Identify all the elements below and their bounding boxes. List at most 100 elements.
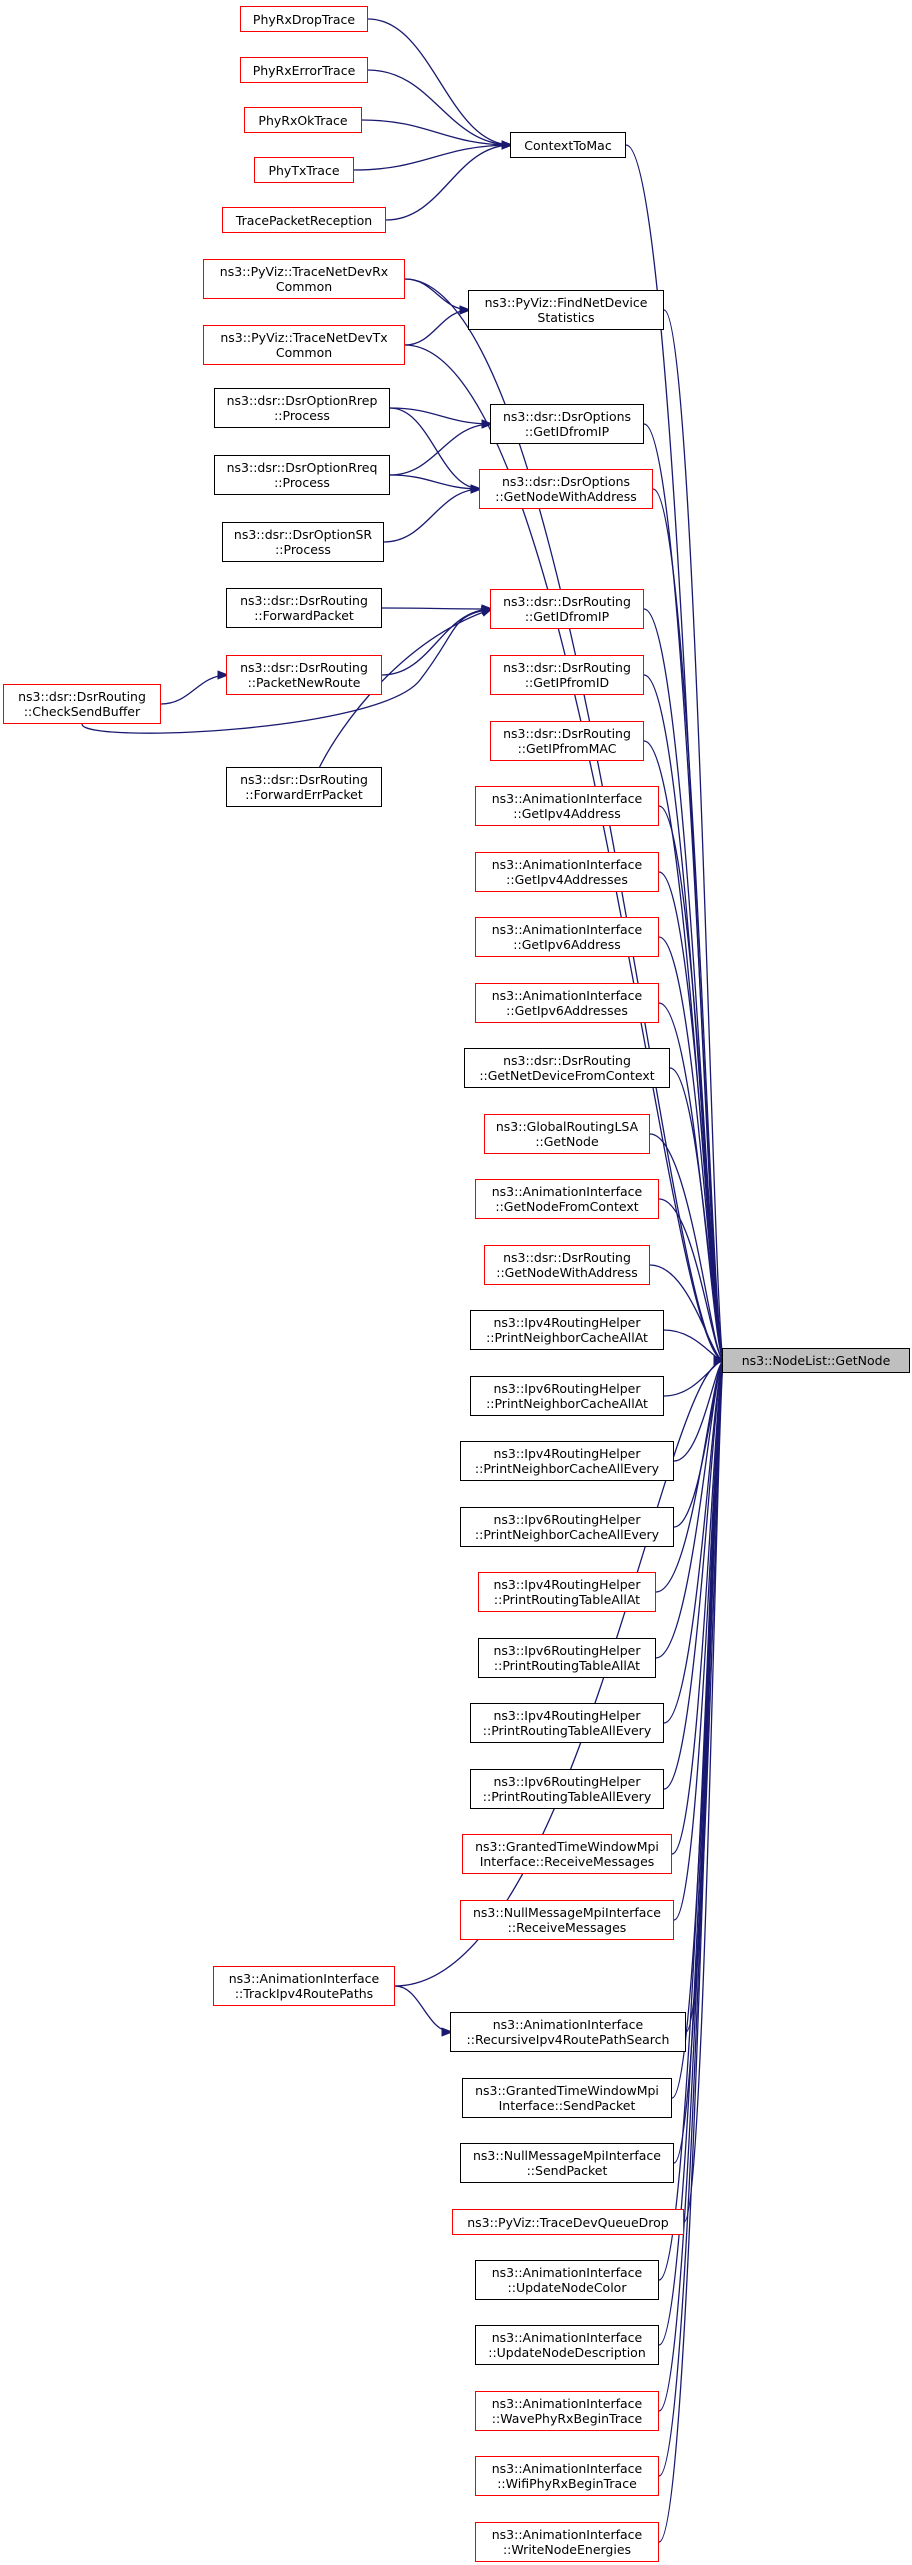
node-label: ns3::Ipv4RoutingHelper <box>493 1577 641 1592</box>
node-getnetdevctx[interactable]: ns3::dsr::DsrRouting::GetNetDeviceFromCo… <box>464 1048 670 1088</box>
node-v6ncallat[interactable]: ns3::Ipv6RoutingHelper::PrintNeighborCac… <box>470 1376 664 1416</box>
node-label: ::GetNode <box>535 1134 599 1149</box>
node-optrreq[interactable]: ns3::dsr::DsrOptionRreq::Process <box>214 455 390 495</box>
node-getipv4addr[interactable]: ns3::AnimationInterface::GetIpv4Address <box>475 786 659 826</box>
node-label: ns3::PyViz::TraceNetDevRx <box>219 264 389 279</box>
node-nullrecv[interactable]: ns3::NullMessageMpiInterface::ReceiveMes… <box>460 1900 674 1940</box>
node-label: ::WavePhyRxBeginTrace <box>491 2411 643 2426</box>
node-label: ns3::dsr::DsrRouting <box>503 726 631 741</box>
node-getnode[interactable]: ns3::NodeList::GetNode <box>722 1348 910 1373</box>
node-label: ::PrintRoutingTableAllEvery <box>482 1789 652 1804</box>
node-v4rtallevery[interactable]: ns3::Ipv4RoutingHelper::PrintRoutingTabl… <box>470 1703 664 1743</box>
node-forwarderr[interactable]: ns3::dsr::DsrRouting::ForwardErrPacket <box>226 767 382 807</box>
node-wifiphy[interactable]: ns3::AnimationInterface::WifiPhyRxBeginT… <box>475 2456 659 2496</box>
node-label: ::GetNetDeviceFromContext <box>479 1068 655 1083</box>
node-v6rtallevery[interactable]: ns3::Ipv6RoutingHelper::PrintRoutingTabl… <box>470 1769 664 1809</box>
node-optrrep[interactable]: ns3::dsr::DsrOptionRrep::Process <box>214 388 390 428</box>
node-label: ns3::PyViz::TraceDevQueueDrop <box>467 2214 669 2230</box>
node-v6rtallat[interactable]: ns3::Ipv6RoutingHelper::PrintRoutingTabl… <box>478 1638 656 1678</box>
node-phyrxok[interactable]: PhyRxOkTrace <box>244 107 362 133</box>
edge-netdevrx-to-findnetdev <box>404 278 472 315</box>
node-optsr[interactable]: ns3::dsr::DsrOptionSR::Process <box>222 522 384 562</box>
node-phyrxdrop[interactable]: PhyRxDropTrace <box>240 6 368 32</box>
node-getipv4addrs[interactable]: ns3::AnimationInterface::GetIpv4Addresse… <box>475 852 659 892</box>
node-label: ns3::Ipv6RoutingHelper <box>493 1643 641 1658</box>
node-v4ncallevery[interactable]: ns3::Ipv4RoutingHelper::PrintNeighborCac… <box>460 1441 674 1481</box>
node-label: ::PrintNeighborCacheAllAt <box>486 1330 648 1345</box>
node-label: ns3::PyViz::FindNetDevice <box>484 295 648 310</box>
node-contexttomac[interactable]: ContextToMac <box>510 132 626 158</box>
node-label: ns3::Ipv6RoutingHelper <box>493 1774 641 1789</box>
node-label: ns3::Ipv4RoutingHelper <box>493 1315 641 1330</box>
node-label: ::SendPacket <box>526 2163 608 2178</box>
node-label: ::GetIpv4Address <box>513 806 621 821</box>
node-label: ::GetNodeWithAddress <box>495 489 637 504</box>
node-label: ns3::dsr::DsrRouting <box>503 594 631 609</box>
node-devqueuedrop[interactable]: ns3::PyViz::TraceDevQueueDrop <box>452 2209 684 2235</box>
edge-v6rtallevery-to-getnode <box>663 1356 726 1790</box>
node-label: ns3::dsr::DsrRouting <box>503 1250 631 1265</box>
node-getipfromid[interactable]: ns3::dsr::DsrRouting::GetIPfromID <box>490 655 644 695</box>
node-label: ns3::Ipv4RoutingHelper <box>493 1708 641 1723</box>
node-v4rtallat[interactable]: ns3::Ipv4RoutingHelper::PrintRoutingTabl… <box>478 1572 656 1612</box>
node-optgetnodewithaddr[interactable]: ns3::dsr::DsrOptions::GetNodeWithAddress <box>479 469 653 509</box>
node-nullsend[interactable]: ns3::NullMessageMpiInterface::SendPacket <box>460 2143 674 2183</box>
node-getipv6addrs[interactable]: ns3::AnimationInterface::GetIpv6Addresse… <box>475 983 659 1023</box>
node-label: ::GetIpv4Addresses <box>506 872 628 887</box>
edge-optrreq-to-optgetnodewithaddr <box>389 474 483 494</box>
node-label: ::UpdateNodeColor <box>507 2280 627 2295</box>
node-recursiveipv4[interactable]: ns3::AnimationInterface::RecursiveIpv4Ro… <box>450 2012 686 2052</box>
node-label: ns3::dsr::DsrOptions <box>501 474 631 489</box>
node-tracepacket[interactable]: TracePacketReception <box>222 207 386 233</box>
edge-phyrxerror-to-contexttomac <box>367 69 514 150</box>
node-forwardpacket[interactable]: ns3::dsr::DsrRouting::ForwardPacket <box>226 588 382 628</box>
node-getipv6addr[interactable]: ns3::AnimationInterface::GetIpv6Address <box>475 917 659 957</box>
node-globallsa[interactable]: ns3::GlobalRoutingLSA::GetNode <box>484 1114 650 1154</box>
edge-optrreq-to-optgetidfromip <box>389 419 494 476</box>
node-label: ::RecursiveIpv4RoutePathSearch <box>466 2032 670 2047</box>
node-v4ncallat[interactable]: ns3::Ipv4RoutingHelper::PrintNeighborCac… <box>470 1310 664 1350</box>
node-v6ncallevery[interactable]: ns3::Ipv6RoutingHelper::PrintNeighborCac… <box>460 1507 674 1547</box>
node-label: ns3::dsr::DsrOptionRreq <box>226 460 378 475</box>
node-packetnewroute[interactable]: ns3::dsr::DsrRouting::PacketNewRoute <box>226 655 382 695</box>
edge-writeenergy-to-getnode <box>658 1356 726 2543</box>
node-label: ns3::AnimationInterface <box>491 922 643 937</box>
node-label: ns3::dsr::DsrRouting <box>503 1053 631 1068</box>
node-label: ::GetNodeFromContext <box>495 1199 639 1214</box>
edge-phytx-to-contexttomac <box>353 140 514 171</box>
node-rgetidfromip[interactable]: ns3::dsr::DsrRouting::GetIDfromIP <box>490 589 644 629</box>
node-label: ns3::NodeList::GetNode <box>741 1353 891 1368</box>
edge-trackipv4-to-recursiveipv4 <box>394 1985 454 2037</box>
node-label: PhyTxTrace <box>268 162 340 178</box>
node-label: Statistics <box>537 310 595 325</box>
node-wavephy[interactable]: ns3::AnimationInterface::WavePhyRxBeginT… <box>475 2391 659 2431</box>
node-phyrxerror[interactable]: PhyRxErrorTrace <box>240 57 368 83</box>
node-updatedesc[interactable]: ns3::AnimationInterface::UpdateNodeDescr… <box>475 2325 659 2365</box>
node-checksendbuffer[interactable]: ns3::dsr::DsrRouting::CheckSendBuffer <box>3 684 161 724</box>
node-label: Common <box>275 279 333 294</box>
node-label: ns3::AnimationInterface <box>491 988 643 1003</box>
node-label: ns3::Ipv4RoutingHelper <box>493 1446 641 1461</box>
node-getipfrommac[interactable]: ns3::dsr::DsrRouting::GetIPfromMAC <box>490 721 644 761</box>
node-phytx[interactable]: PhyTxTrace <box>254 157 354 183</box>
node-getnodefromctx[interactable]: ns3::AnimationInterface::GetNodeFromCont… <box>475 1179 659 1219</box>
node-label: ns3::dsr::DsrOptionSR <box>233 527 373 542</box>
node-label: ::PrintRoutingTableAllAt <box>493 1658 641 1673</box>
node-label: ns3::NullMessageMpiInterface <box>473 2148 661 2163</box>
node-label: TracePacketReception <box>235 212 373 228</box>
node-label: ::Process <box>274 408 330 423</box>
node-trackipv4[interactable]: ns3::AnimationInterface::TrackIpv4RouteP… <box>213 1966 395 2006</box>
node-label: ::GetIpv6Addresses <box>506 1003 628 1018</box>
node-rgetnodewithaddr[interactable]: ns3::dsr::DsrRouting::GetNodeWithAddress <box>484 1245 650 1285</box>
node-label: ns3::AnimationInterface <box>491 2330 643 2345</box>
node-label: ns3::AnimationInterface <box>491 857 643 872</box>
node-writeenergy[interactable]: ns3::AnimationInterface::WriteNodeEnergi… <box>475 2522 659 2562</box>
node-updatecolor[interactable]: ns3::AnimationInterface::UpdateNodeColor <box>475 2260 659 2300</box>
edge-checksendbuffer-to-packetnewroute <box>160 670 230 705</box>
node-optgetidfromip[interactable]: ns3::dsr::DsrOptions::GetIDfromIP <box>490 404 644 444</box>
